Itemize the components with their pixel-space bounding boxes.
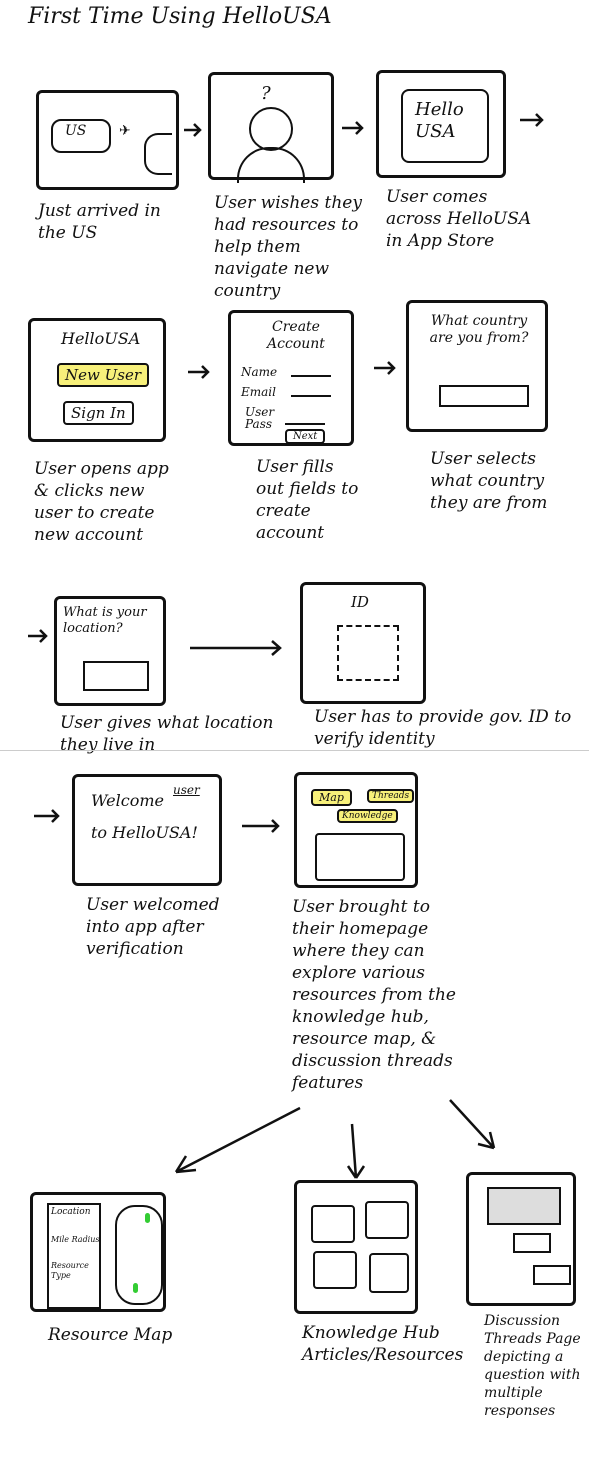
arrow-right-icon [184, 123, 202, 137]
response-card[interactable] [533, 1265, 571, 1285]
location-input[interactable] [83, 661, 149, 691]
id-card-icon [337, 625, 399, 681]
sign-in-button[interactable]: Sign In [63, 401, 134, 425]
caption-s11: Resource Map [48, 1325, 173, 1345]
pass-field[interactable] [285, 423, 325, 425]
resource-type-filter-label: Resource Type [51, 1261, 89, 1280]
user-field-label: User [245, 405, 275, 419]
step-country-frame: What country are you from? [406, 300, 548, 432]
step-open-app-frame: HelloUSA New User Sign In [28, 318, 166, 442]
step-arrival-frame: US ✈ [36, 90, 179, 190]
step-wish-frame: ? [208, 72, 334, 183]
filter-panel [47, 1203, 101, 1309]
map-button[interactable]: Map [311, 789, 352, 806]
caption-s2: User wishes they had resources to help t… [214, 193, 362, 301]
arrow-right-icon [520, 113, 544, 127]
caption-s13: Discussion Threads Page depicting a ques… [484, 1313, 581, 1419]
screen-text: Hello USA [415, 99, 464, 142]
map-area[interactable] [115, 1205, 163, 1305]
article-card[interactable] [369, 1253, 409, 1293]
caption-s12: Knowledge Hub Articles/Resources [302, 1323, 464, 1365]
pass-field-label: Pass [245, 417, 273, 431]
new-user-button[interactable]: New User [57, 363, 149, 387]
person-body-icon [237, 147, 305, 183]
app-title: HelloUSA [61, 329, 141, 348]
article-card[interactable] [311, 1205, 355, 1243]
article-card[interactable] [365, 1201, 409, 1239]
page-title: First Time Using HelloUSA [28, 4, 332, 29]
caption-s4: User opens app & clicks new user to crea… [34, 459, 169, 545]
name-field[interactable] [291, 375, 331, 377]
threads-button[interactable]: Threads [367, 789, 415, 803]
arrow-right-icon [242, 819, 280, 833]
article-card[interactable] [313, 1251, 357, 1289]
caption-s5: User fills out fields to create account [256, 457, 359, 543]
phone-screen [401, 89, 489, 163]
caption-s1: Just arrived in the US [38, 201, 161, 243]
plane-icon: ✈ [119, 123, 131, 139]
person-head-icon [249, 107, 293, 151]
arrow-right-icon [374, 361, 396, 375]
caption-s9: User welcomed into app after verificatio… [86, 895, 220, 959]
arrow-right-icon [188, 365, 210, 379]
response-card[interactable] [513, 1233, 551, 1253]
step-id-frame: ID [300, 582, 426, 704]
step-homepage-frame: Map Threads Knowledge [294, 772, 418, 888]
location-question: What is your location? [63, 605, 147, 636]
welcome-text: Welcome [91, 791, 164, 810]
welcome-to-text: to HelloUSA! [91, 823, 198, 842]
next-button[interactable]: Next [285, 429, 326, 444]
question-card[interactable] [487, 1187, 561, 1225]
step-appstore-frame: Hello USA [376, 70, 506, 178]
location-filter-label: Location [51, 1207, 91, 1217]
content-card [315, 833, 405, 881]
map-pin-icon [133, 1283, 138, 1293]
branch-arrows [174, 1099, 496, 1179]
hand-icon [144, 133, 172, 175]
id-label: ID [351, 593, 369, 611]
welcome-user: user [173, 783, 200, 797]
resource-map-frame: Location Mile Radius Resource Type [30, 1192, 166, 1312]
arrow-right-icon [342, 121, 364, 135]
step-create-account-frame: Create Account Name Email User Pass Next [228, 310, 354, 446]
map-pin-icon [145, 1213, 150, 1223]
name-field-label: Name [241, 365, 278, 379]
step-welcome-frame: Welcome user to HelloUSA! [72, 774, 222, 886]
arrow-right-icon [190, 640, 282, 656]
speech-bubble [51, 119, 111, 153]
arrow-right-icon [28, 629, 48, 643]
caption-s10: User brought to their homepage where the… [292, 897, 456, 1093]
country-question: What country are you from? [429, 313, 529, 346]
caption-s3: User comes across HelloUSA in App Store [386, 187, 532, 251]
question-mark: ? [261, 83, 271, 104]
create-account-heading: Create Account [267, 319, 325, 352]
country-input[interactable] [439, 385, 529, 407]
discussion-threads-frame [466, 1172, 576, 1306]
radius-filter-label: Mile Radius [51, 1235, 100, 1244]
section-divider [0, 750, 589, 751]
arrow-right-icon [34, 809, 60, 823]
email-field[interactable] [291, 395, 331, 397]
email-field-label: Email [241, 385, 276, 399]
step-location-frame: What is your location? [54, 596, 166, 706]
caption-s6: User selects what country they are from [430, 449, 548, 513]
caption-s8: User has to provide gov. ID to verify id… [314, 707, 572, 749]
bubble-text: US [65, 123, 87, 139]
knowledge-button[interactable]: Knowledge [337, 809, 398, 823]
knowledge-hub-frame [294, 1180, 418, 1314]
